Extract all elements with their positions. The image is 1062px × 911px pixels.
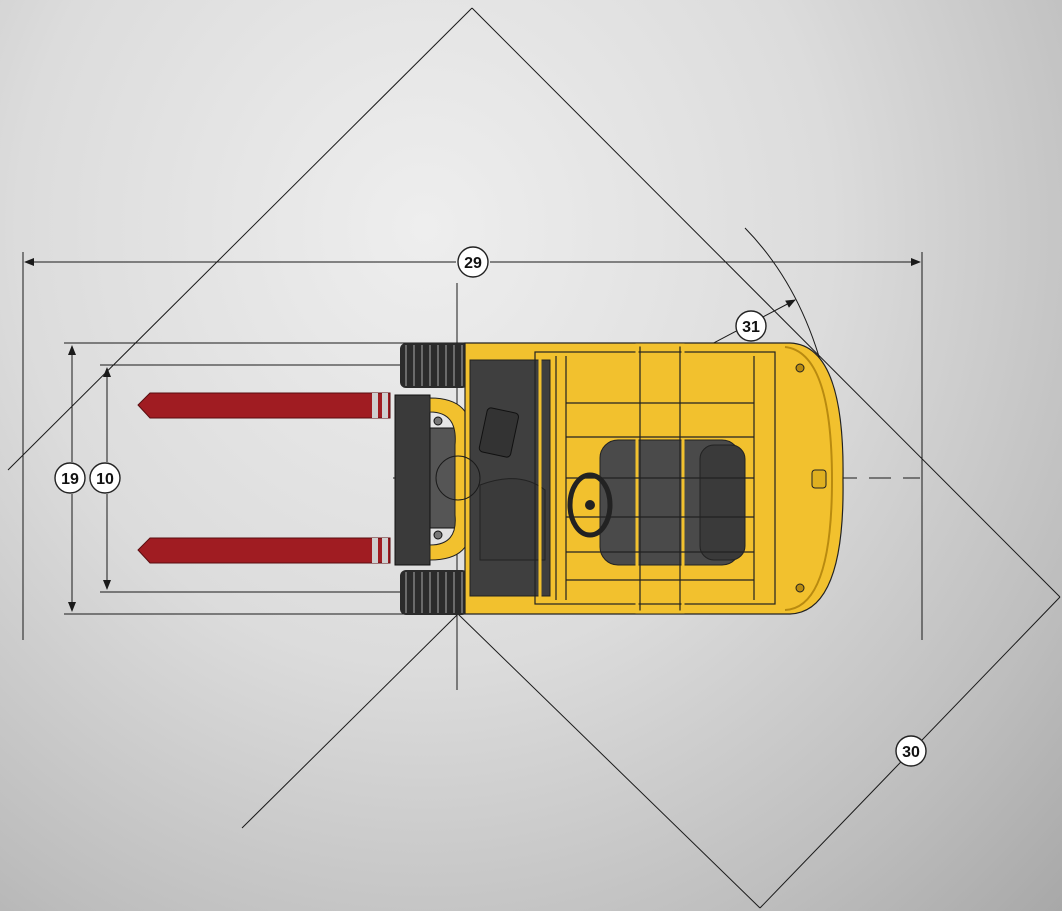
front-tire-lower — [400, 570, 468, 615]
operator-console — [478, 407, 546, 561]
forklift — [137, 342, 844, 615]
front-tire-upper — [400, 343, 468, 388]
steering-wheel — [567, 472, 613, 538]
mast — [394, 394, 471, 566]
seat — [599, 439, 746, 566]
badge-29: 29 — [457, 246, 489, 278]
badge-29-label: 29 — [464, 255, 482, 272]
badge-10: 10 — [89, 462, 121, 494]
badge-31: 31 — [735, 310, 767, 342]
badge-31-label: 31 — [742, 319, 760, 336]
badge-30-label: 30 — [902, 744, 920, 761]
badge-10-label: 10 — [96, 471, 114, 488]
overhead-guard — [534, 343, 776, 614]
badge-19-label: 19 — [61, 471, 79, 488]
badge-30: 30 — [895, 735, 927, 767]
steer-axle-circle — [435, 455, 481, 501]
fork-lower — [137, 537, 391, 564]
fork-upper — [137, 392, 391, 419]
badge-19: 19 — [54, 462, 86, 494]
